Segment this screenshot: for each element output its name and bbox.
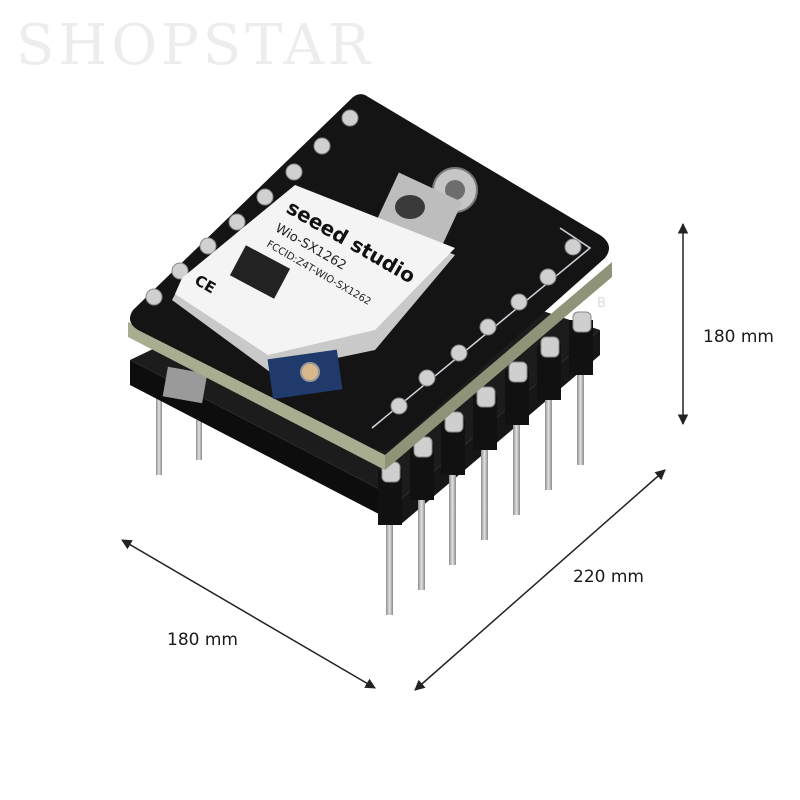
length-arrow: [414, 469, 666, 691]
length-label: 220 mm: [573, 567, 644, 587]
width-arrow: [121, 539, 376, 689]
pin-pads: [145, 109, 582, 415]
header-pins-left: [156, 395, 202, 475]
width-label: 180 mm: [167, 630, 238, 650]
board-marking: B: [597, 296, 606, 311]
height-label: 180 mm: [703, 327, 774, 347]
dimension-arrows: [121, 222, 689, 691]
watermark: SHOPSTAR: [16, 13, 375, 78]
top-board: [128, 94, 612, 470]
